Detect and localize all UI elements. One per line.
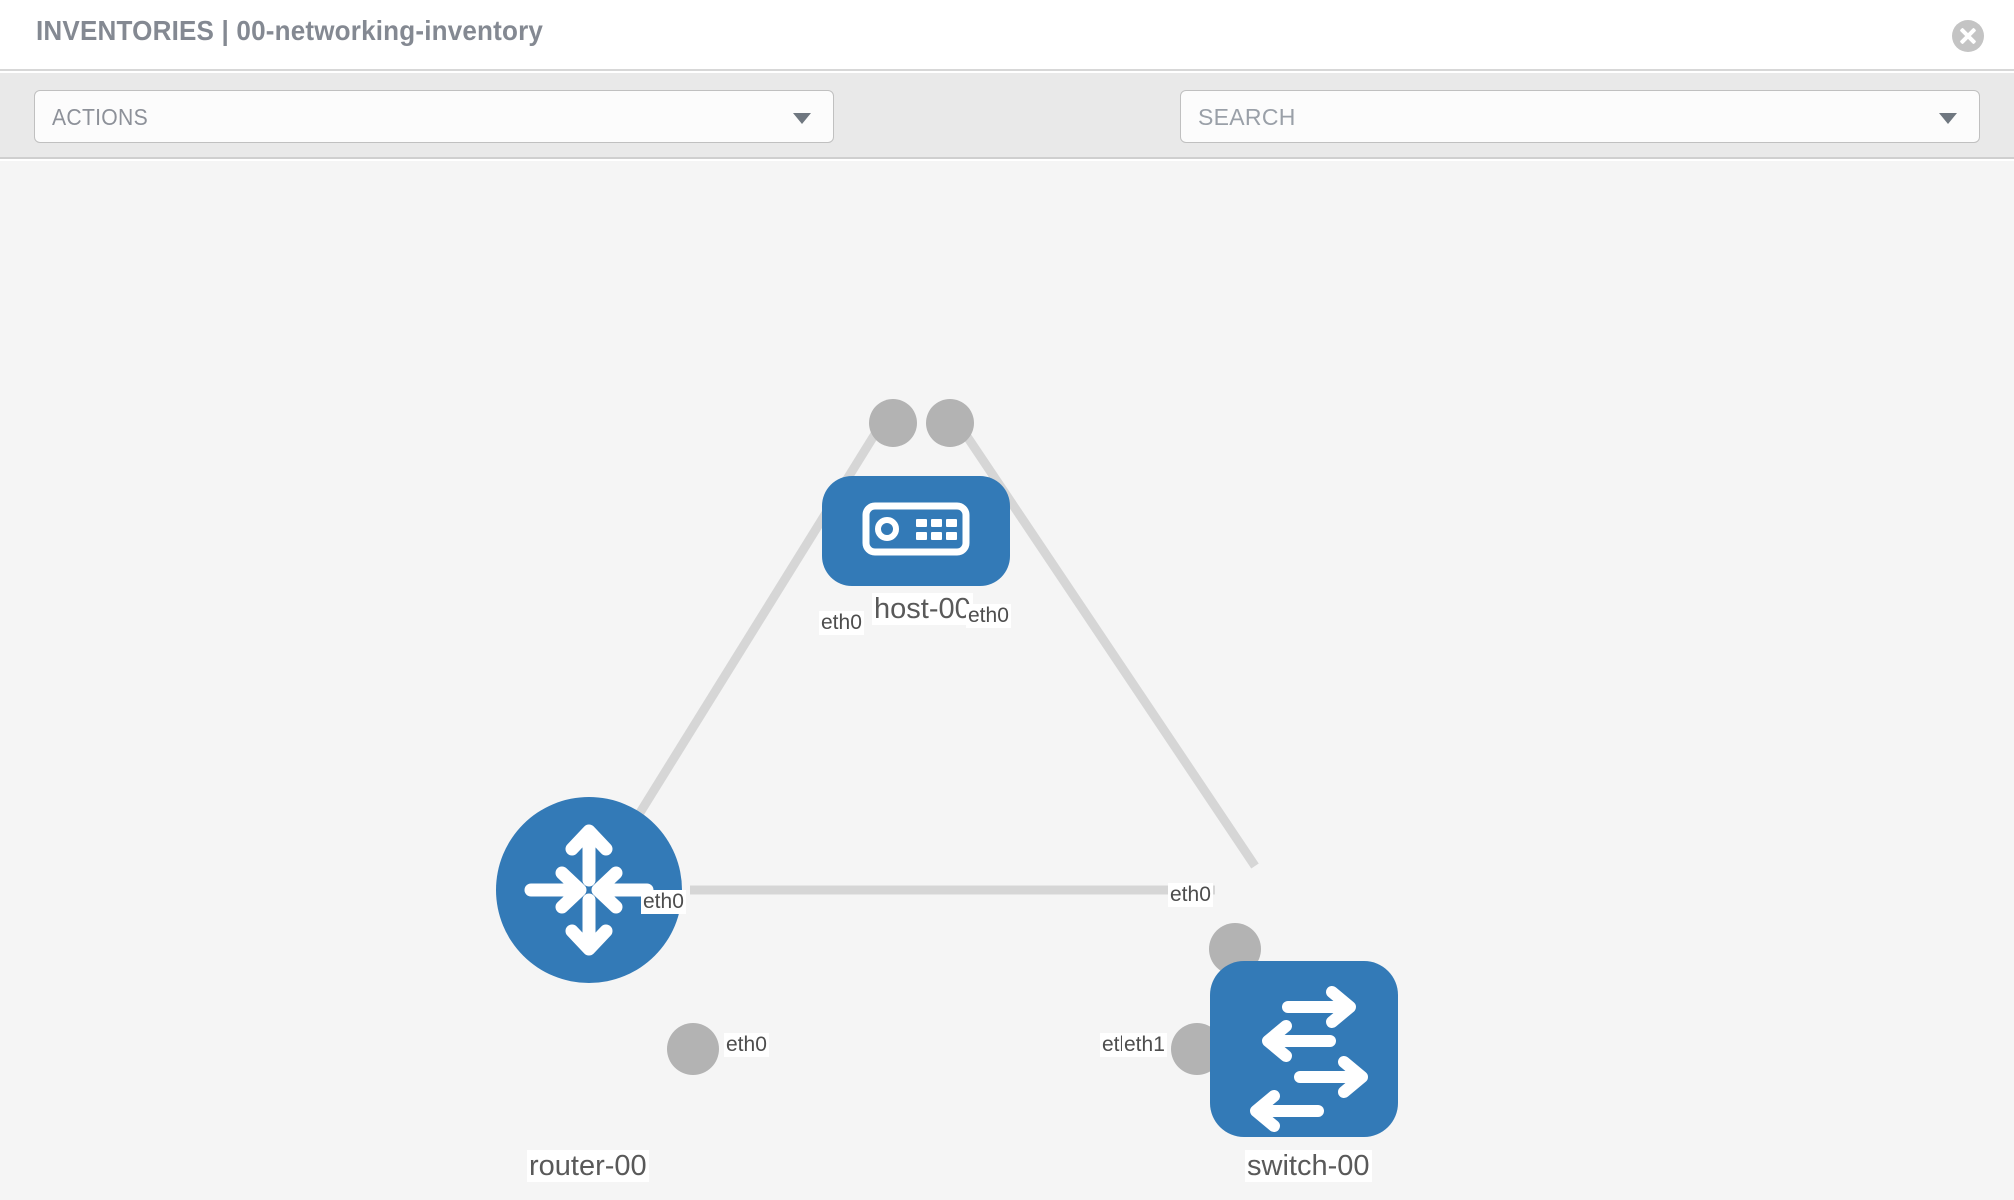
chevron-down-icon bbox=[793, 113, 811, 124]
topology-canvas[interactable]: host-00 router-00 switch-00 eth0 eth0 et… bbox=[0, 161, 2014, 1200]
link-label-switch-eth1: eth1 bbox=[1122, 1033, 1167, 1058]
toolbar: ACTIONS SEARCH bbox=[0, 73, 2014, 205]
topology-graph bbox=[496, 399, 1398, 1137]
page-header: INVENTORIES | 00-networking-inventory bbox=[0, 0, 2014, 71]
node-label-host-00: host-00 bbox=[872, 593, 973, 626]
link-label-host-eth0-right: eth0 bbox=[966, 604, 1011, 629]
link-label-router-eth0: eth0 bbox=[724, 1033, 769, 1058]
node-label-router-00: router-00 bbox=[527, 1150, 649, 1183]
search-placeholder: SEARCH bbox=[1198, 104, 1296, 130]
search-chevron-down-icon[interactable] bbox=[1939, 113, 1957, 124]
actions-dropdown-label: ACTIONS bbox=[52, 104, 148, 130]
connector-router-eth0 bbox=[667, 1023, 719, 1075]
link-label-host-eth0-left: eth0 bbox=[819, 611, 864, 636]
link-label-router-eth0-uplink: eth0 bbox=[641, 890, 686, 915]
node-router-00 bbox=[496, 797, 682, 983]
search-input[interactable]: SEARCH bbox=[1180, 90, 1980, 143]
close-icon[interactable] bbox=[1952, 20, 1984, 52]
connector-host-eth0-left bbox=[869, 399, 917, 447]
node-label-switch-00: switch-00 bbox=[1245, 1150, 1372, 1183]
link-label-switch-eth0-uplink: eth0 bbox=[1168, 883, 1213, 908]
page-title: INVENTORIES | 00-networking-inventory bbox=[36, 15, 544, 46]
actions-dropdown[interactable]: ACTIONS bbox=[34, 90, 834, 143]
node-switch-00 bbox=[1210, 961, 1398, 1137]
node-host-00 bbox=[822, 476, 1010, 586]
connector-host-eth0-right bbox=[926, 399, 974, 447]
